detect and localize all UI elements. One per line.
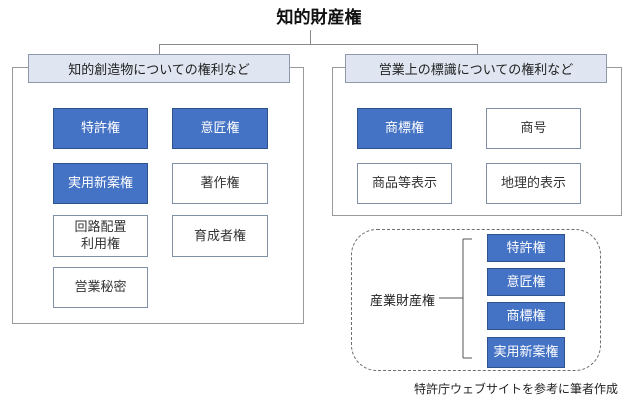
trade-secret-box: 営業秘密	[53, 267, 148, 308]
breeder-right-box: 育成者権	[172, 215, 268, 257]
industrial-utility-model-box: 実用新案権	[487, 337, 565, 368]
source-note: 特許庁ウェブサイトを参考に筆者作成	[414, 382, 619, 396]
patent-right-box: 特許権	[53, 108, 148, 149]
connector-horizontal	[159, 44, 477, 45]
circuit-layout-right-box: 回路配置 利用権	[53, 215, 148, 257]
industrial-property-frame	[351, 229, 601, 371]
business-marks-header: 営業上の標識についての権利など	[345, 54, 607, 83]
copyright-box: 著作権	[172, 163, 268, 204]
industrial-property-label: 産業財産権	[370, 294, 436, 309]
industrial-trademark-box: 商標権	[487, 302, 565, 330]
connector-title-stem	[310, 30, 311, 44]
connector-right-drop	[477, 44, 478, 54]
creative-rights-header: 知的創造物についての権利など	[28, 54, 290, 83]
industrial-patent-box: 特許権	[487, 234, 565, 262]
diagram-title: 知的財産権	[276, 8, 362, 28]
geographical-indication-box: 地理的表示	[486, 163, 581, 204]
trademark-right-box: 商標権	[357, 108, 452, 149]
utility-model-right-box: 実用新案権	[53, 163, 148, 204]
product-indication-box: 商品等表示	[357, 163, 452, 204]
connector-left-drop	[159, 44, 160, 54]
industrial-design-box: 意匠権	[487, 268, 565, 296]
trade-name-box: 商号	[486, 108, 581, 149]
design-right-box: 意匠権	[172, 108, 268, 149]
